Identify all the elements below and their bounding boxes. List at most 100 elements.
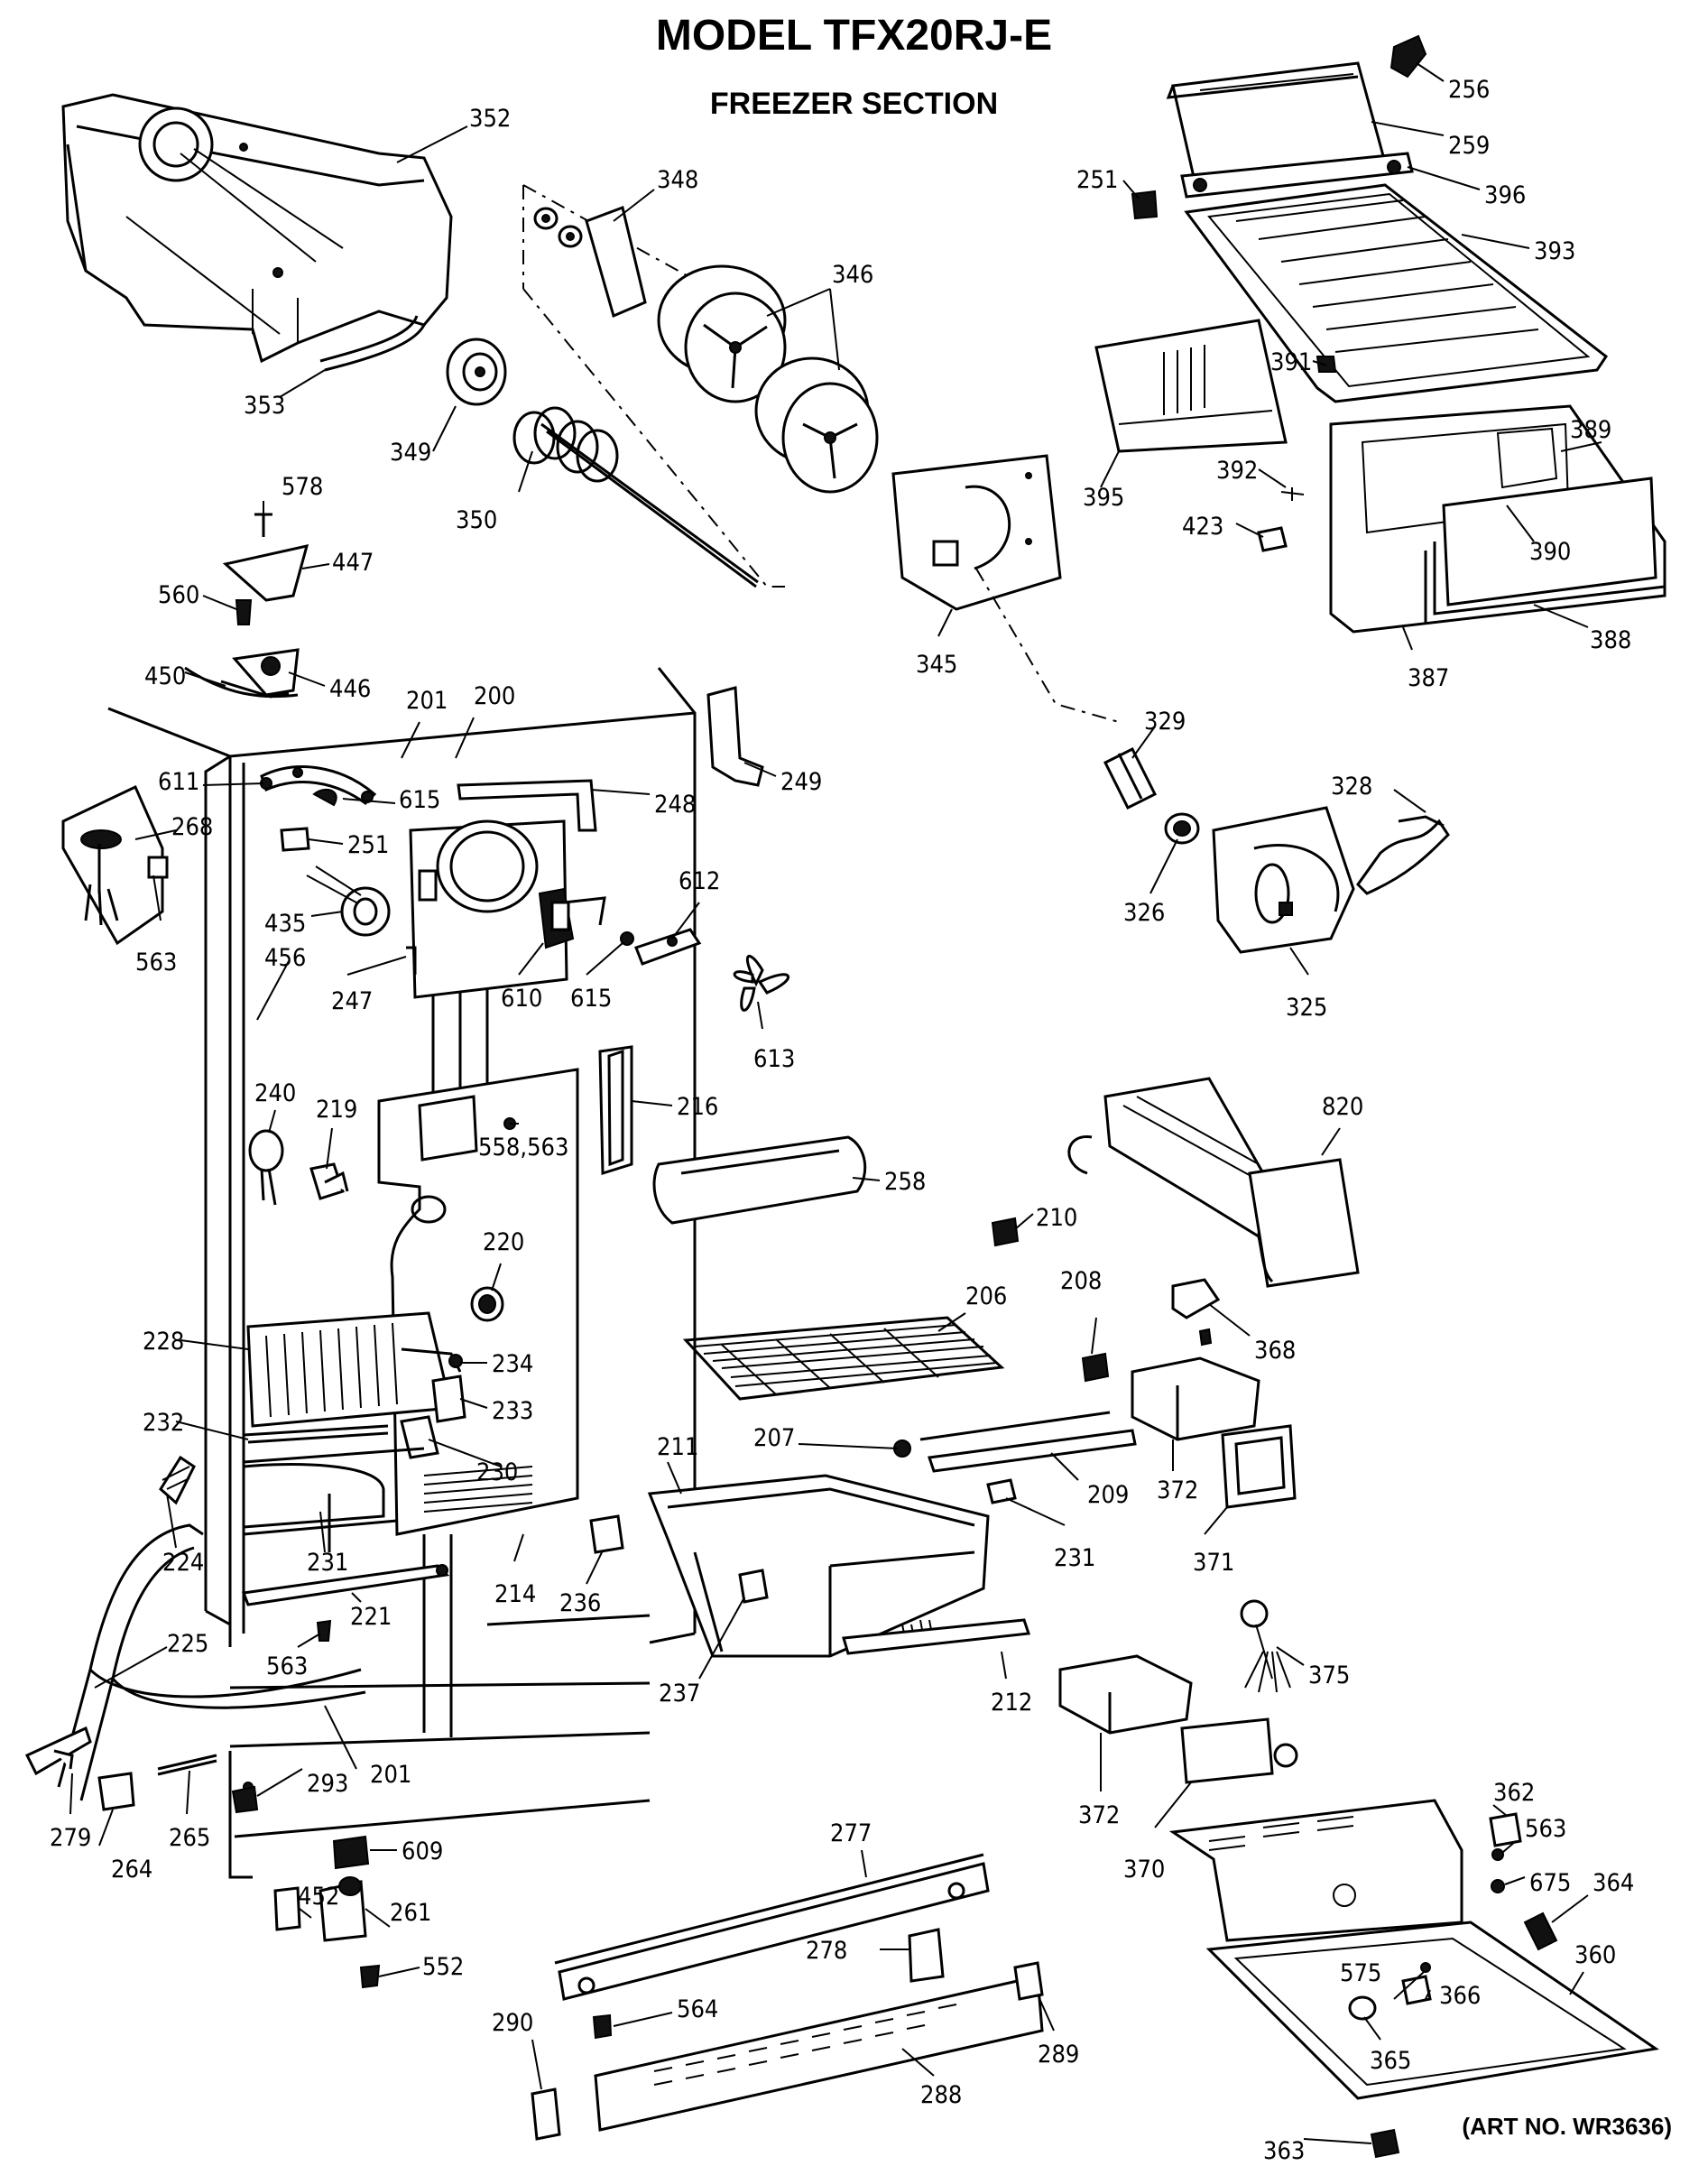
screw-391 [1316, 356, 1337, 373]
part-label-352: 352 [469, 105, 511, 133]
part-423 [1257, 526, 1288, 552]
evaporator-228 [246, 1311, 453, 1428]
part-label-209: 209 [1087, 1481, 1129, 1509]
part-label-236: 236 [559, 1589, 601, 1617]
ice-bucket-352 [61, 93, 453, 364]
part-label-387: 387 [1408, 664, 1449, 692]
part-label-446: 446 [329, 675, 371, 703]
washers-348 [533, 205, 647, 319]
part-label-224: 224 [162, 1549, 204, 1577]
dashline-345-329 [975, 568, 1120, 723]
lamp-435 [306, 865, 391, 937]
bracket-395 [1094, 319, 1288, 453]
light-240 [248, 1129, 284, 1206]
part-label-450: 450 [144, 662, 186, 690]
part-label-435: 435 [264, 910, 306, 938]
part-label-288: 288 [920, 2081, 962, 2109]
part-label-364: 364 [1593, 1869, 1634, 1897]
part-label-372b: 372 [1078, 1801, 1120, 1829]
part-label-214: 214 [494, 1580, 536, 1608]
part-label-201b: 201 [370, 1761, 411, 1789]
bearing-326 [1164, 812, 1200, 845]
crusher-blades-346 [657, 264, 879, 494]
motor-370 [1180, 1717, 1298, 1784]
screw-578 [254, 513, 272, 537]
bottom-plate-360 [1205, 1921, 1659, 2100]
cover-259 [1166, 61, 1387, 187]
part-label-200: 200 [474, 682, 515, 710]
part-label-279: 279 [50, 1824, 91, 1852]
housing-plate-345 [891, 454, 1062, 611]
door-390 [1442, 477, 1657, 606]
washer-675 [1491, 1879, 1505, 1893]
switch-609 [332, 1835, 370, 1870]
part-label-368: 368 [1254, 1337, 1296, 1365]
cover-447 [222, 543, 309, 602]
part-label-206: 206 [965, 1282, 1007, 1310]
part-label-293: 293 [307, 1770, 348, 1798]
shaft-329 [1103, 746, 1158, 810]
part-label-328: 328 [1331, 773, 1372, 801]
heater-bracket-230 [243, 1415, 439, 1464]
part-label-225: 225 [167, 1630, 208, 1658]
part-label-348: 348 [657, 166, 698, 194]
bin-front-212 [842, 1618, 1031, 1655]
drain-tube-225 [57, 1523, 366, 1801]
duct-cover-372-lower [1058, 1654, 1193, 1735]
part-label-349: 349 [390, 439, 431, 467]
part-label-456: 456 [264, 944, 306, 972]
screw-575 [1420, 1962, 1431, 1973]
grommet-615-lower [620, 931, 634, 946]
screw-563-liner [316, 1619, 332, 1642]
part-label-345: 345 [916, 651, 957, 679]
part-label-362: 362 [1493, 1779, 1535, 1807]
duct-248 [457, 779, 597, 832]
heater-tube-224 [159, 1455, 196, 1505]
part-label-290: 290 [492, 2009, 533, 2037]
part-label-221: 221 [350, 1603, 392, 1631]
screw-563-control [1491, 1848, 1504, 1861]
part-label-259: 259 [1448, 132, 1490, 160]
clip-293 [231, 1785, 259, 1814]
part-label-326: 326 [1123, 899, 1165, 927]
part-label-353: 353 [244, 392, 285, 420]
wire-shelf-206 [682, 1316, 1005, 1401]
part-label-612: 612 [679, 867, 720, 895]
part-label-207: 207 [753, 1424, 795, 1452]
part-label-234: 234 [492, 1350, 533, 1378]
part-label-371: 371 [1193, 1549, 1234, 1577]
part-label-610: 610 [501, 985, 542, 1013]
clip-208 [1081, 1352, 1110, 1383]
part-label-372a: 372 [1157, 1476, 1198, 1504]
screw-392 [1280, 487, 1305, 501]
part-label-365: 365 [1370, 2047, 1411, 2075]
part-label-211: 211 [657, 1433, 698, 1461]
bracket-261 [319, 1876, 367, 1942]
part-label-820: 820 [1322, 1093, 1363, 1121]
part-label-251a: 251 [1076, 166, 1118, 194]
part-label-277: 277 [830, 1819, 872, 1847]
bracket-612 [634, 928, 702, 966]
part-label-366: 366 [1439, 1982, 1481, 2010]
part-label-675: 675 [1529, 1869, 1571, 1897]
foot-363 [1370, 2128, 1400, 2159]
clip-251-liner [280, 827, 310, 852]
part-label-370: 370 [1123, 1856, 1165, 1884]
screw-368 [1198, 1328, 1213, 1347]
part-label-220: 220 [483, 1228, 524, 1256]
fan-bracket-611 [260, 765, 377, 807]
screw-552 [359, 1964, 381, 1989]
knob-365 [1348, 1995, 1377, 2021]
part-label-212: 212 [991, 1689, 1032, 1717]
evaporator-cover-247 [406, 819, 568, 999]
plate-452 [273, 1886, 301, 1931]
part-label-268: 268 [171, 813, 213, 841]
part-label-278: 278 [806, 1937, 847, 1965]
part-label-575: 575 [1340, 1959, 1381, 1987]
part-label-264: 264 [111, 1856, 152, 1884]
auger-350 [512, 406, 759, 588]
thermostat-219 [309, 1162, 349, 1200]
heater-232 [243, 1424, 389, 1444]
part-label-552: 552 [422, 1953, 464, 1981]
